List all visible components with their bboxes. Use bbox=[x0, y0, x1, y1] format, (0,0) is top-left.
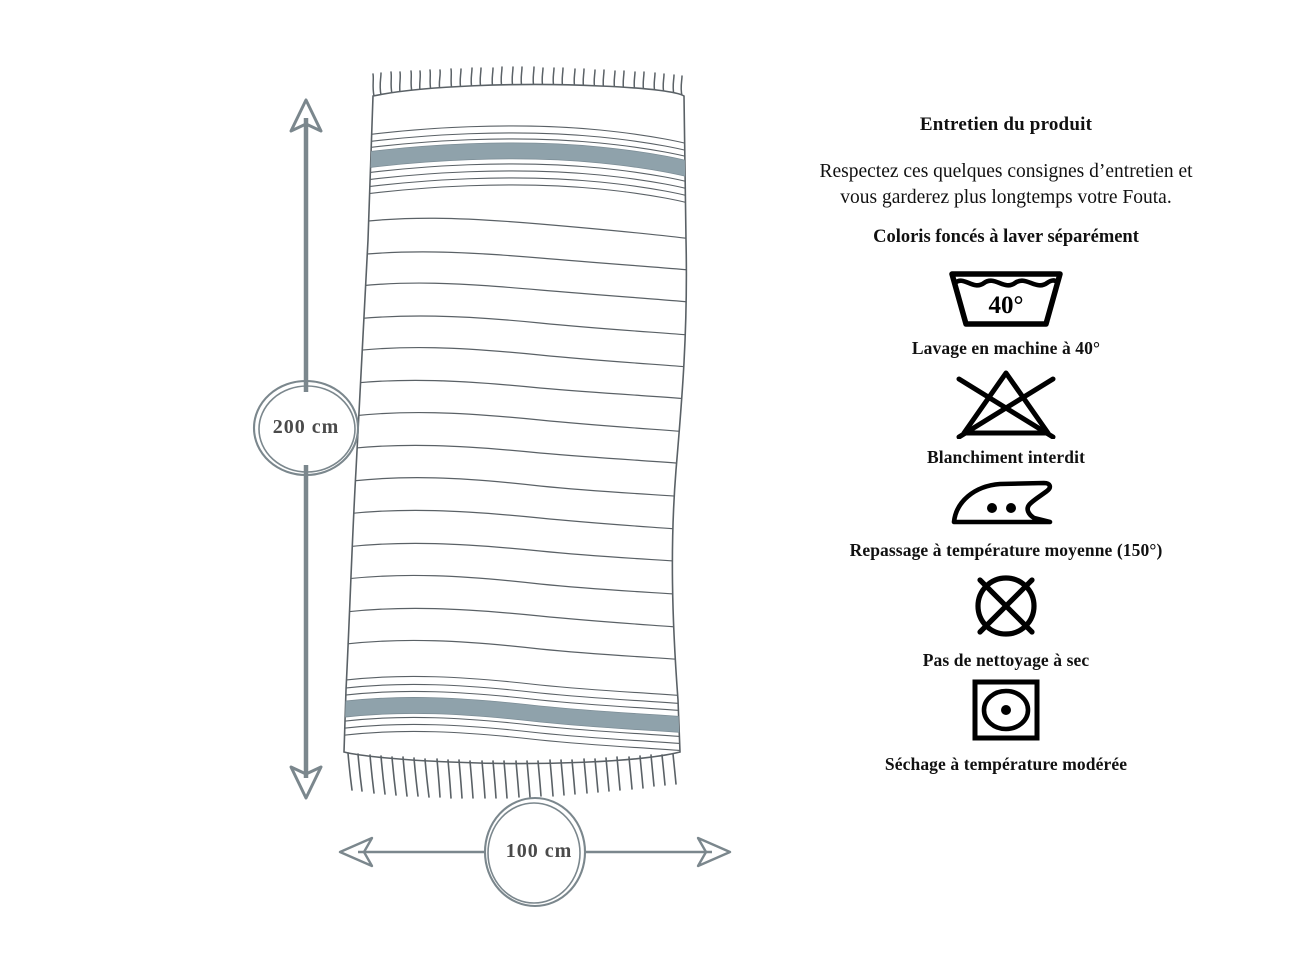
care-symbol-iron: Repassage à température moyenne (150°) bbox=[712, 468, 1300, 561]
iron-medium-two-dots-icon bbox=[951, 481, 1053, 525]
towel-top-thick-stripe bbox=[344, 142, 687, 182]
vertical-dimension-label: 200 cm bbox=[272, 416, 340, 438]
care-title: Entretien du produit bbox=[919, 114, 1093, 135]
care-symbol-machine-wash: 40° Lavage en machine à 40° bbox=[712, 248, 1300, 359]
towel-body-outline bbox=[343, 83, 688, 765]
towel-bottom-thick-stripe bbox=[344, 697, 687, 735]
machine-wash-temperature-value: 40° bbox=[989, 292, 1024, 319]
horizontal-dimension-label: 100 cm bbox=[505, 840, 573, 862]
machine-wash-40-icon: 40° bbox=[949, 271, 1063, 328]
vertical-dimension-arrow bbox=[252, 98, 360, 800]
towel-body-stripes bbox=[344, 217, 687, 662]
care-intro-line-2: vous garderez plus longtemps votre Fouta… bbox=[840, 186, 1172, 208]
care-symbol-caption-do-not-bleach: Blanchiment interdit bbox=[926, 447, 1086, 468]
care-intro-line-1: Respectez ces quelques consignes d’entre… bbox=[819, 161, 1193, 182]
towel-bottom-stripe-band bbox=[344, 675, 687, 713]
dimension-arrowhead-right bbox=[696, 836, 732, 868]
tumble-dry-low-icon bbox=[972, 679, 1040, 741]
care-symbol-caption-tumble-dry: Séchage à température modérée bbox=[884, 754, 1128, 775]
towel-stripes bbox=[344, 125, 687, 753]
care-symbol-caption-machine-wash: Lavage en machine à 40° bbox=[911, 338, 1101, 359]
towel-diagram-svg bbox=[252, 66, 732, 908]
care-symbol-do-not-bleach: Blanchiment interdit bbox=[712, 359, 1300, 468]
horizontal-dimension-bubble-outer bbox=[483, 796, 587, 908]
towel-top-stripe-band bbox=[344, 125, 687, 162]
care-symbol-do-not-dry-clean: Pas de nettoyage à sec bbox=[712, 561, 1300, 671]
horizontal-dimension-arrow bbox=[338, 796, 732, 908]
care-symbol-caption-do-not-dry-clean: Pas de nettoyage à sec bbox=[922, 650, 1090, 671]
care-intro: Respectez ces quelques consignes d’entre… bbox=[712, 136, 1300, 210]
do-not-bleach-icon bbox=[956, 370, 1056, 440]
care-symbol-caption-iron: Repassage à température moyenne (150°) bbox=[849, 540, 1163, 561]
towel-bottom-fringe bbox=[347, 752, 677, 799]
towel-illustration-panel: 200 cm 100 cm bbox=[252, 66, 732, 908]
do-not-dry-clean-icon bbox=[975, 575, 1037, 638]
dimension-arrowhead-down bbox=[289, 765, 323, 800]
dimension-arrowhead-left bbox=[338, 836, 374, 868]
care-warning: Coloris foncés à laver séparément bbox=[873, 227, 1139, 248]
towel-bottom-stripe-band-lower bbox=[344, 716, 687, 753]
care-instructions-panel: Entretien du produit Respectez ces quelq… bbox=[712, 0, 1300, 975]
care-symbol-tumble-dry: Séchage à température modérée bbox=[712, 671, 1300, 775]
towel-top-stripe-band-lower bbox=[344, 163, 687, 208]
dimension-arrowhead-up bbox=[289, 98, 323, 133]
horizontal-dimension-bubble-inner bbox=[487, 802, 581, 904]
